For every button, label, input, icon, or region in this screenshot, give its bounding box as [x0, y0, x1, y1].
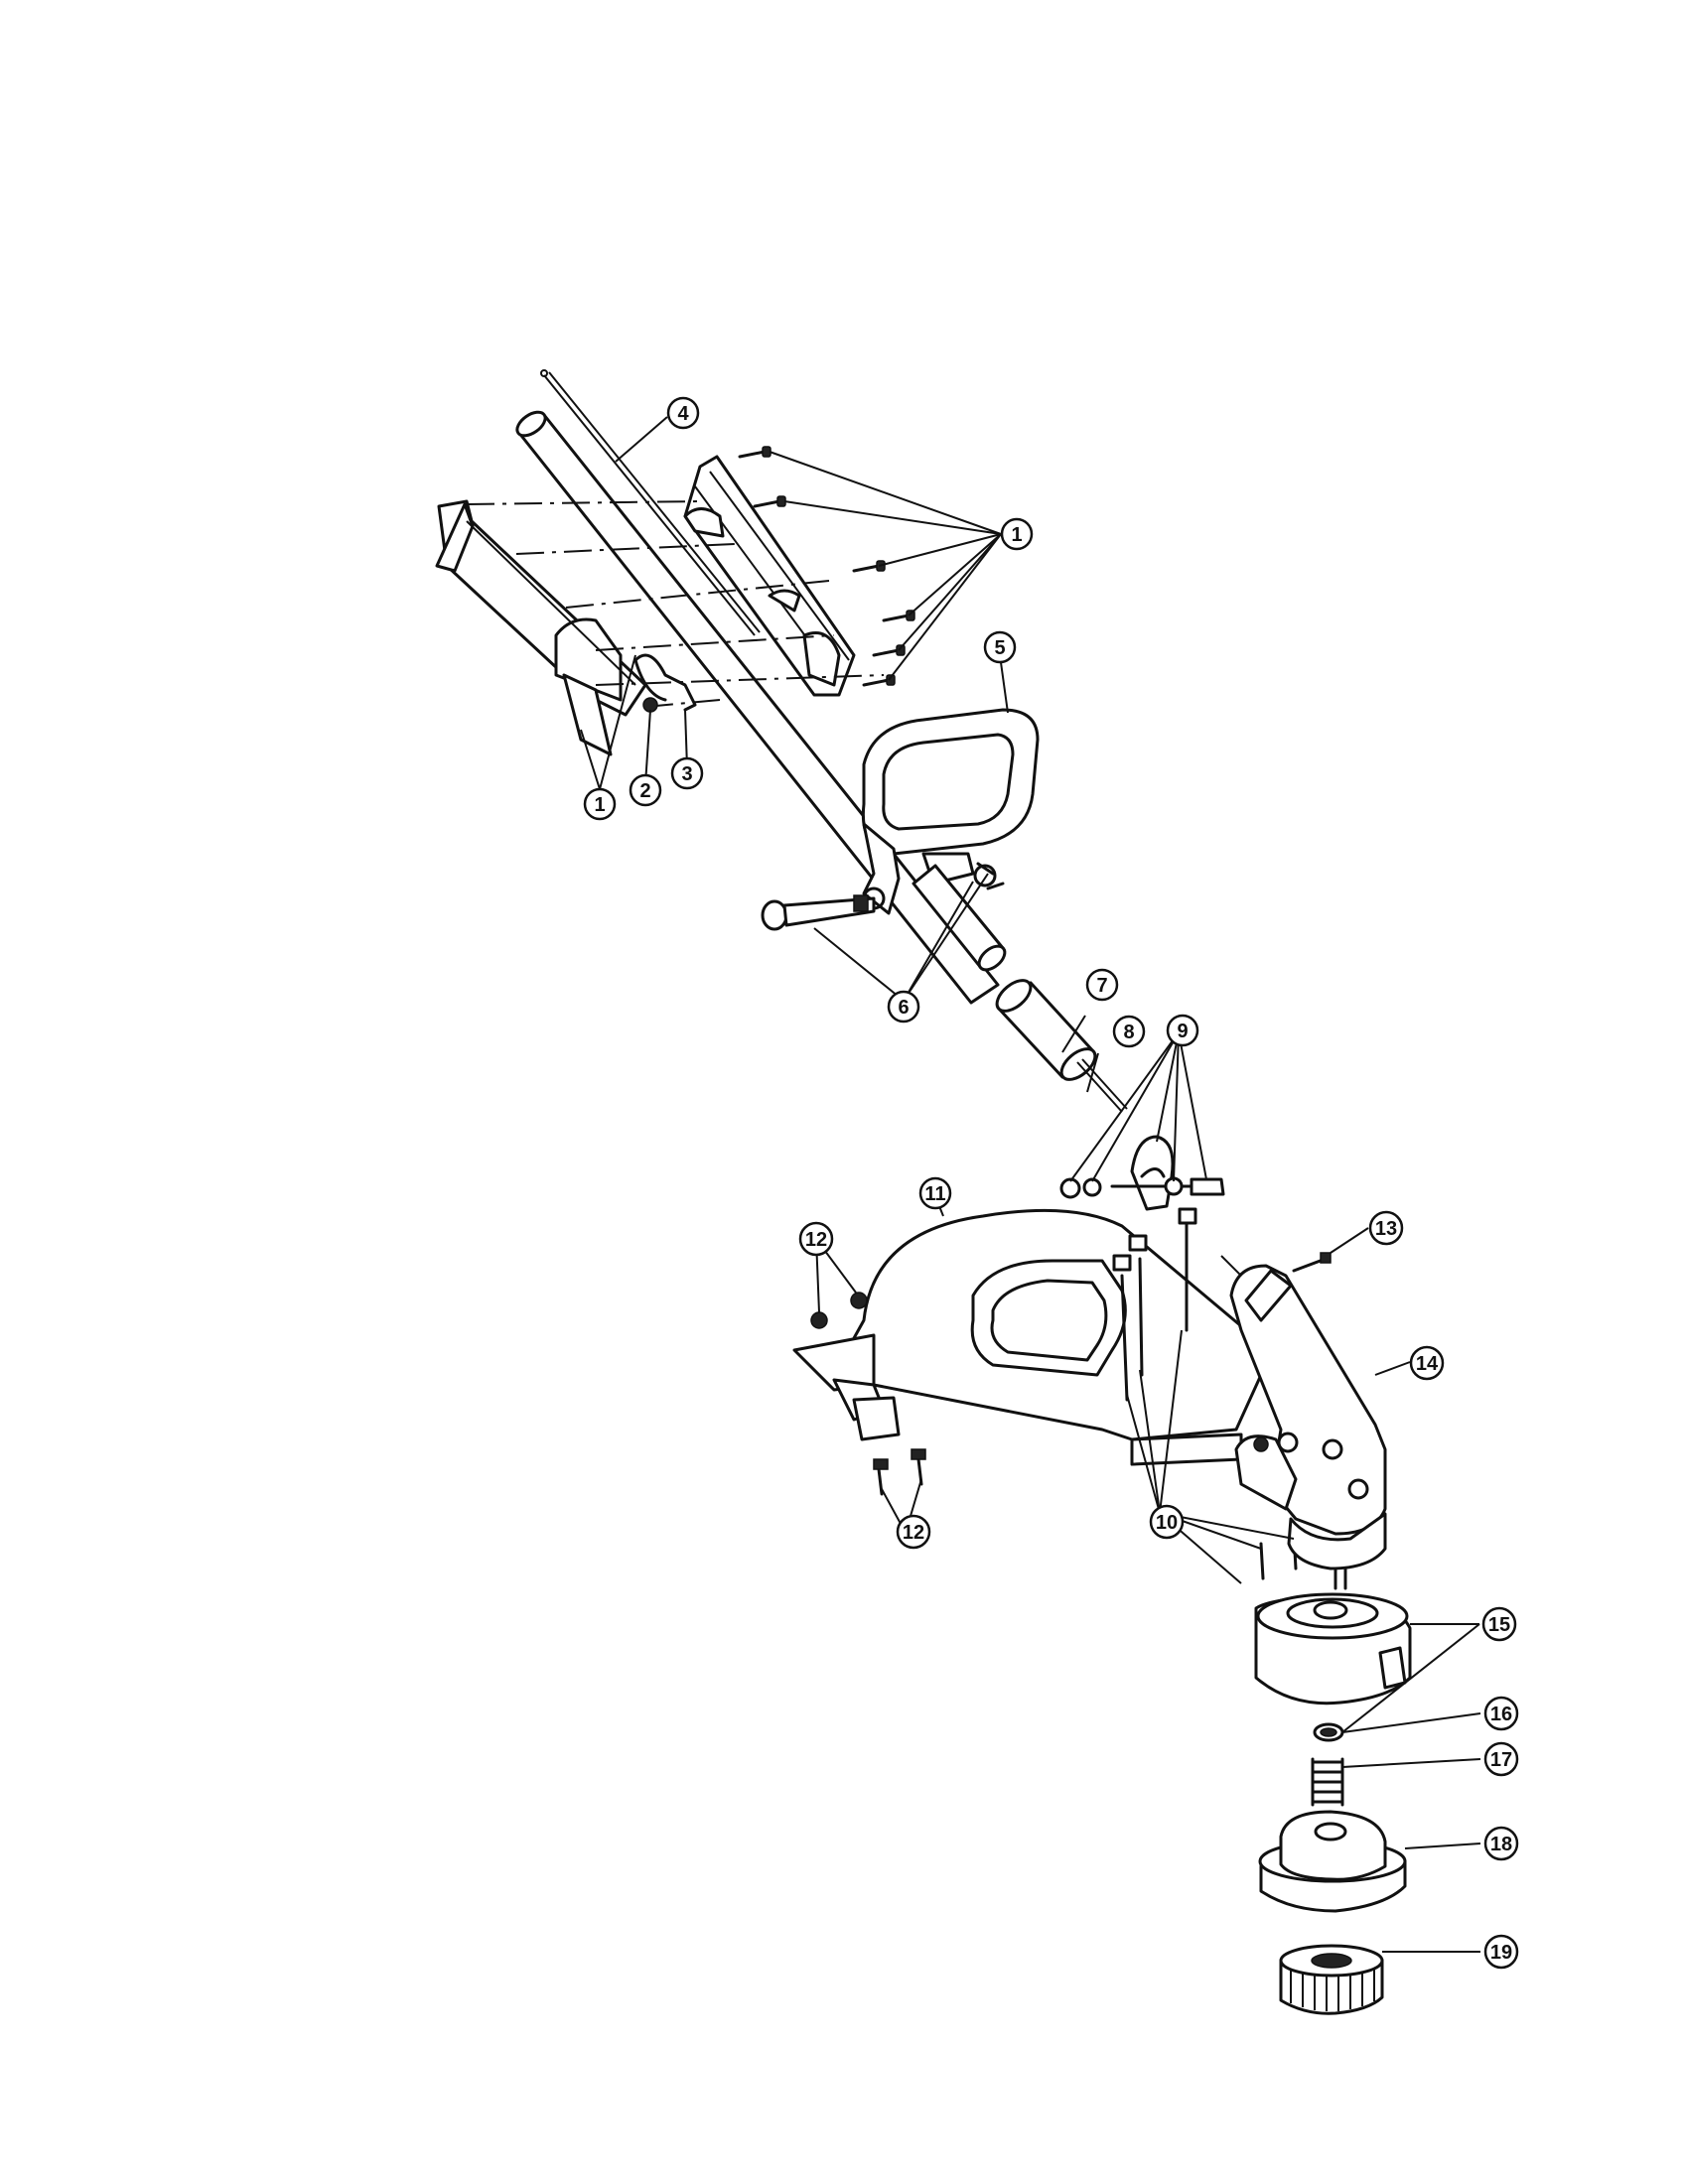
debris-shield	[792, 1208, 1263, 1466]
svg-text:4: 4	[677, 403, 689, 425]
svg-text:19: 19	[1490, 1942, 1512, 1964]
callout-11: 11	[918, 1176, 952, 1210]
drive-shaft	[1076, 1058, 1128, 1113]
leader-lines	[580, 416, 1481, 1953]
spool	[1258, 1810, 1407, 1913]
svg-text:12: 12	[903, 1522, 924, 1544]
assist-handle	[861, 708, 1040, 915]
handle-housing-right	[683, 455, 856, 697]
callout-14: 14	[1409, 1345, 1445, 1381]
callout-10: 10	[1149, 1504, 1185, 1540]
head-housing	[1229, 1264, 1387, 1590]
svg-text:18: 18	[1490, 1834, 1512, 1855]
callout-12b: 12	[896, 1514, 931, 1550]
svg-text:8: 8	[1123, 1022, 1134, 1043]
svg-text:7: 7	[1096, 975, 1107, 997]
handle-housing-left	[435, 499, 647, 756]
callout-3: 3	[670, 756, 704, 790]
svg-text:3: 3	[681, 763, 692, 785]
callout-1a: 1	[1000, 517, 1034, 551]
head-screw	[1292, 1252, 1332, 1273]
callout-7: 7	[1085, 968, 1119, 1002]
svg-text:14: 14	[1416, 1353, 1439, 1375]
shaft-clamp	[1059, 1135, 1225, 1211]
spring	[1311, 1757, 1344, 1807]
callout-16: 16	[1483, 1696, 1519, 1731]
svg-text:1: 1	[594, 794, 605, 816]
shield-screws	[1112, 1207, 1298, 1580]
callout-12a: 12	[798, 1221, 834, 1257]
svg-text:15: 15	[1488, 1614, 1510, 1636]
callout-5: 5	[983, 630, 1017, 664]
callout-6: 6	[887, 990, 920, 1024]
svg-text:9: 9	[1177, 1021, 1188, 1042]
svg-text:2: 2	[639, 780, 650, 802]
bump-knob	[1279, 1944, 1384, 2015]
callout-1b: 1	[583, 787, 617, 821]
callout-13: 13	[1368, 1210, 1404, 1246]
svg-text:1: 1	[1011, 524, 1022, 546]
callout-8: 8	[1112, 1015, 1146, 1048]
washer	[1313, 1722, 1344, 1742]
handle-screws	[738, 446, 915, 687]
handle-bolt	[761, 862, 1005, 931]
svg-text:12: 12	[805, 1229, 827, 1251]
callout-18: 18	[1483, 1826, 1519, 1861]
lower-shaft-coupler	[912, 864, 1097, 1081]
svg-text:6: 6	[898, 997, 909, 1019]
svg-text:10: 10	[1156, 1512, 1178, 1534]
callout-17: 17	[1483, 1741, 1519, 1777]
spool-housing	[1254, 1592, 1412, 1706]
svg-text:16: 16	[1490, 1704, 1512, 1725]
svg-text:17: 17	[1490, 1749, 1512, 1771]
svg-text:11: 11	[924, 1183, 945, 1205]
svg-text:5: 5	[994, 637, 1005, 659]
callout-15: 15	[1481, 1606, 1517, 1642]
svg-text:13: 13	[1375, 1218, 1397, 1240]
callout-4: 4	[666, 396, 700, 430]
callout-19: 19	[1483, 1934, 1519, 1970]
callout-2: 2	[629, 773, 662, 807]
callout-9: 9	[1166, 1014, 1199, 1047]
